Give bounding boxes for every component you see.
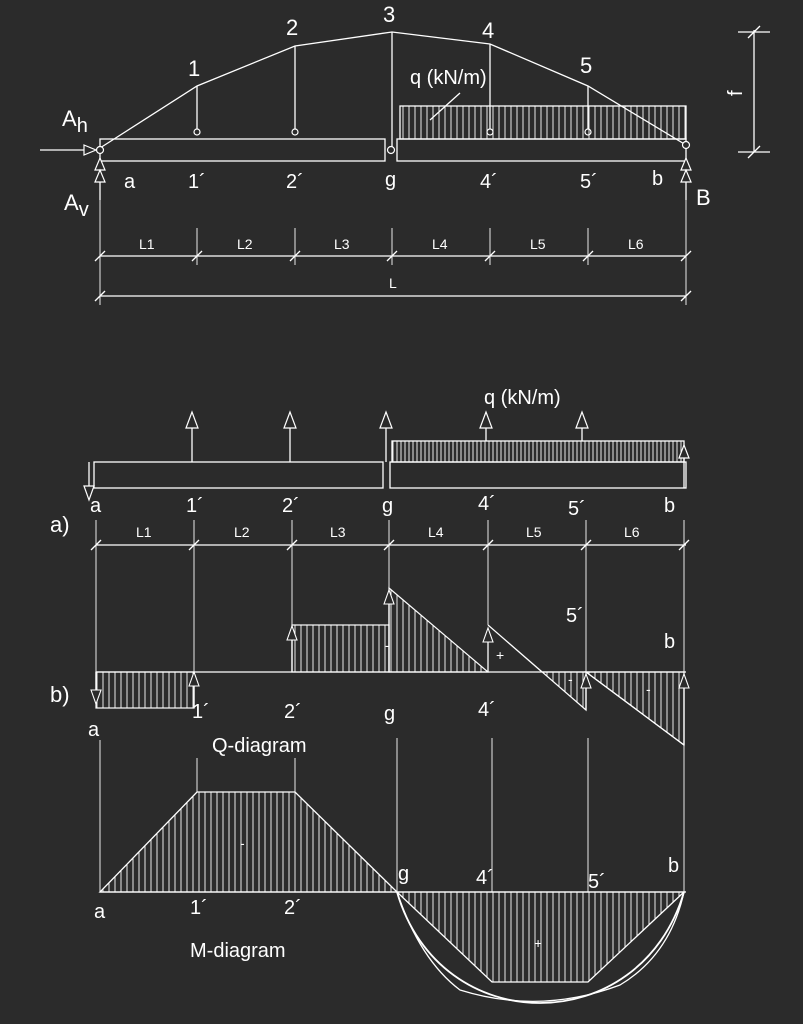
reaction-av: Av <box>64 156 106 221</box>
svg-text:L6: L6 <box>628 236 644 252</box>
arch-structure: q (kN/m) 1 2 3 4 5 a 1´ 2´ g 4´ 5´ b Ah … <box>40 2 770 305</box>
svg-text:5´: 5´ <box>588 871 606 893</box>
hinge-g <box>386 145 396 155</box>
beam-point-2p: 2´ <box>286 171 304 193</box>
svg-text:L4: L4 <box>428 524 444 540</box>
right-beam <box>396 138 687 162</box>
svg-text:g: g <box>382 495 393 517</box>
svg-text:-: - <box>385 637 390 653</box>
svg-text:B: B <box>696 185 711 210</box>
beam-point-5p: 5´ <box>580 171 598 193</box>
q-diagram-title: Q-diagram <box>212 735 306 757</box>
q-diagram: - + - - 5´ b b) a 1´ 2´ g 4´ Q-diagram <box>50 552 690 757</box>
beam-point-a: a <box>124 171 136 193</box>
load-label: q (kN/m) <box>410 67 487 89</box>
svg-text:Ah: Ah <box>62 106 88 137</box>
left-beam <box>99 138 386 162</box>
reaction-b: B <box>680 156 711 210</box>
svg-text:L3: L3 <box>330 524 346 540</box>
svg-text:-: - <box>568 671 573 687</box>
svg-text:L5: L5 <box>526 524 542 540</box>
svg-text:+: + <box>496 647 504 663</box>
load-label-2: q (kN/m) <box>484 387 561 409</box>
svg-text:-: - <box>240 835 245 851</box>
svg-text:L5: L5 <box>530 236 546 252</box>
case-b-label: b) <box>50 682 70 707</box>
svg-text:-: - <box>646 681 651 697</box>
m-diagram-title: M-diagram <box>190 940 286 962</box>
svg-text:g: g <box>398 863 409 885</box>
m-diagram: - + g 4´ 5´ b a 1´ 2´ M-diagram <box>94 738 686 1004</box>
svg-text:4´: 4´ <box>478 493 496 515</box>
span-dimensions-bottom: L1 L2 L3 L4 L5 L6 <box>90 520 690 552</box>
svg-text:4´: 4´ <box>478 699 496 721</box>
svg-text:+: + <box>534 935 542 951</box>
svg-text:g: g <box>384 703 395 725</box>
svg-text:5´: 5´ <box>566 605 584 627</box>
arch-point-3: 3 <box>383 2 395 27</box>
svg-text:1´: 1´ <box>186 495 204 517</box>
svg-text:Av: Av <box>64 190 89 221</box>
support-b-pin <box>681 140 691 150</box>
rise-dimension: f <box>725 25 770 159</box>
svg-text:1´: 1´ <box>190 897 208 919</box>
svg-text:a: a <box>90 495 102 517</box>
svg-text:L1: L1 <box>139 236 155 252</box>
reaction-ah: Ah <box>40 106 98 156</box>
svg-text:L6: L6 <box>624 524 640 540</box>
svg-text:L2: L2 <box>234 524 250 540</box>
arch-point-2: 2 <box>286 15 298 40</box>
beam-free-body: q (kN/m) a 1´ 2´ g 4´ 5´ b a) <box>50 387 690 552</box>
distributed-load <box>399 105 687 140</box>
distributed-load-2 <box>391 440 685 463</box>
svg-text:a: a <box>88 719 100 741</box>
arch-point-1: 1 <box>188 56 200 81</box>
svg-text:5´: 5´ <box>568 498 586 520</box>
hanger-forces <box>83 410 690 502</box>
svg-text:b: b <box>668 855 679 877</box>
svg-text:L3: L3 <box>334 236 350 252</box>
svg-text:b: b <box>664 631 675 653</box>
svg-text:1´: 1´ <box>192 701 210 723</box>
beam-point-4p: 4´ <box>480 171 498 193</box>
span-dimensions-top: L1 L2 L3 L4 L5 L6 L <box>94 200 692 305</box>
svg-text:L: L <box>389 275 397 291</box>
svg-text:L1: L1 <box>136 524 152 540</box>
beam-point-b: b <box>652 168 663 190</box>
svg-text:b: b <box>664 495 675 517</box>
arch-point-4: 4 <box>482 18 494 43</box>
svg-text:2´: 2´ <box>282 495 300 517</box>
beam-point-g: g <box>385 169 396 191</box>
svg-text:2´: 2´ <box>284 701 302 723</box>
svg-text:2´: 2´ <box>284 897 302 919</box>
svg-text:L4: L4 <box>432 236 448 252</box>
svg-text:f: f <box>725 90 747 96</box>
case-a-label: a) <box>50 512 70 537</box>
beam-point-1p: 1´ <box>188 171 206 193</box>
svg-text:a: a <box>94 901 106 923</box>
arch-point-5: 5 <box>580 53 592 78</box>
svg-text:4´: 4´ <box>476 867 494 889</box>
svg-text:L2: L2 <box>237 236 253 252</box>
